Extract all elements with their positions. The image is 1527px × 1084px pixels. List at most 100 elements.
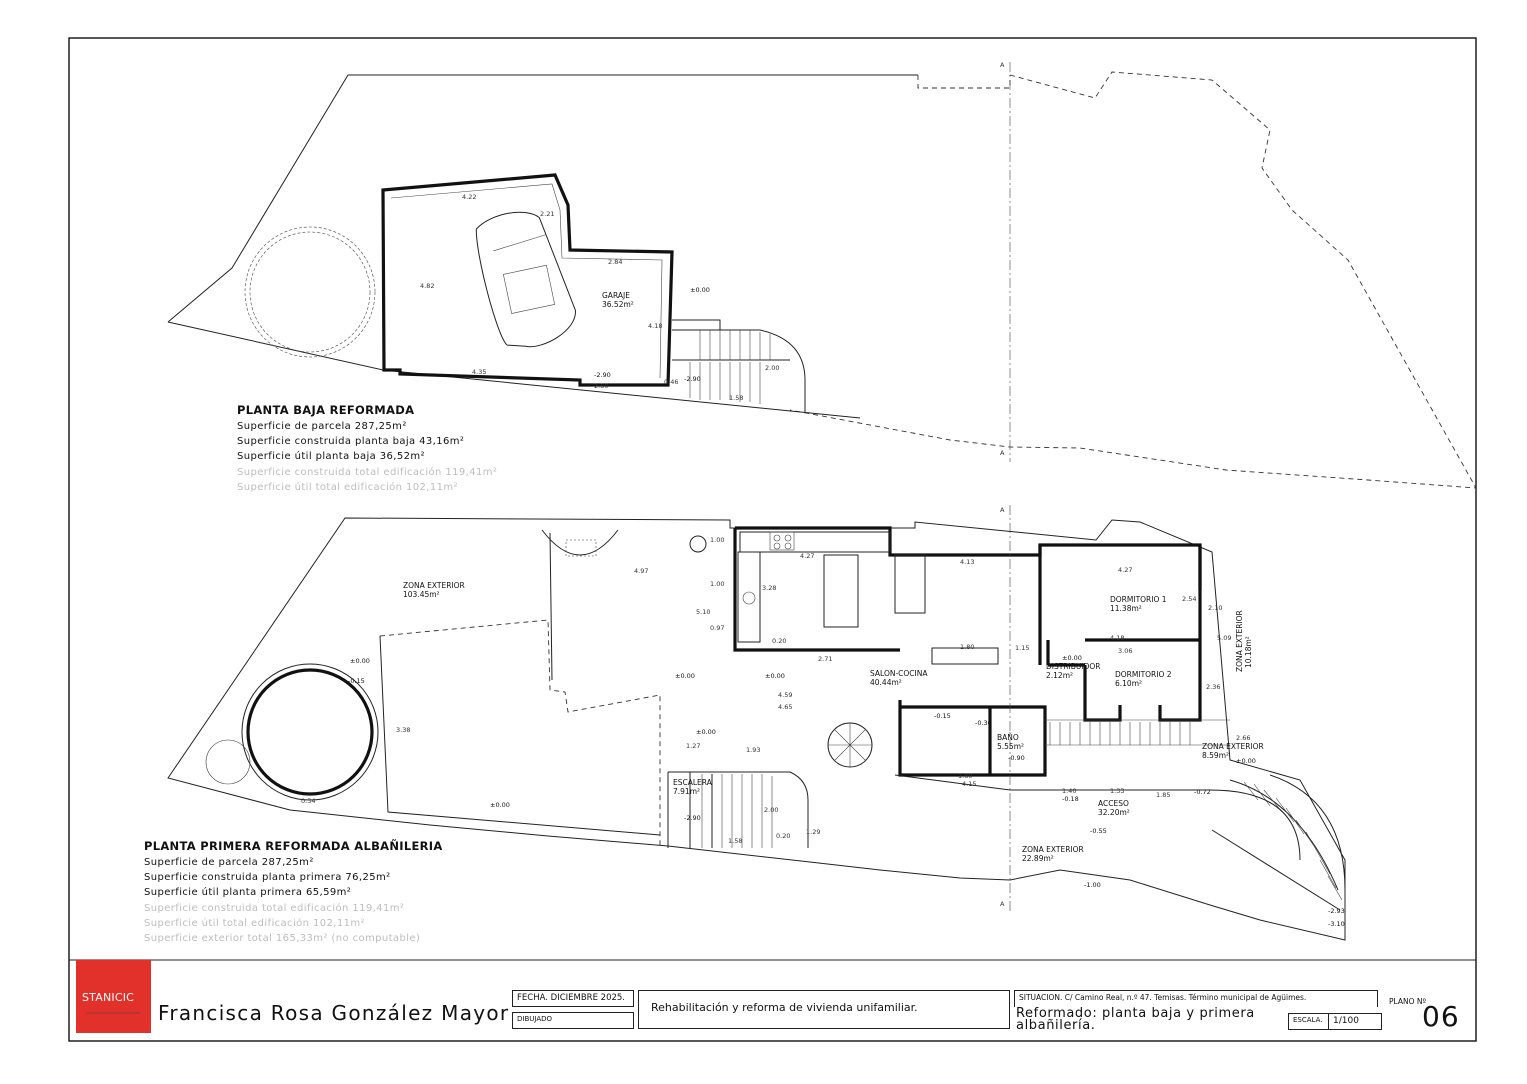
level-mark: ±0.00 xyxy=(350,657,370,665)
room-area: 22.89m² xyxy=(1022,854,1054,863)
dim: 1.00 xyxy=(710,536,724,544)
dim: 4.18 xyxy=(648,322,662,330)
level-mark: ±0.00 xyxy=(690,286,710,294)
dim: 4.27 xyxy=(1118,566,1132,574)
sheet-frame xyxy=(68,37,1477,1042)
spiral-stair-treads xyxy=(828,723,872,767)
subject-text: Reformado: planta baja y primera albañil… xyxy=(1016,1006,1255,1033)
exterior-grid xyxy=(1045,719,1230,746)
room-name: ZONA EXTERIOR xyxy=(1022,845,1084,854)
level-mark: -2.93 xyxy=(1328,907,1345,915)
dim: 4.13 xyxy=(960,558,974,566)
dim: 1.29 xyxy=(806,828,820,836)
garage-walls xyxy=(381,173,674,387)
room-name: SALON-COCINA xyxy=(870,669,928,678)
dim: 4.15 xyxy=(962,780,976,788)
scale-label: ESCALA. xyxy=(1288,1013,1328,1030)
cistern-outline xyxy=(244,226,376,358)
garage-inner-line xyxy=(390,183,663,379)
dim: 1.40 xyxy=(1062,787,1076,795)
first-area-line: Superficie construida total edificación … xyxy=(144,903,405,914)
dim: 1.93 xyxy=(746,746,760,754)
first-floor-title: PLANTA PRIMERA REFORMADA ALBAÑILERIA xyxy=(144,839,443,853)
dim: 2.66 xyxy=(1236,734,1250,742)
ground-area-line: Superficie de parcela 287,25m² xyxy=(237,421,407,432)
level-mark: -0.72 xyxy=(1194,788,1211,796)
room-name: DISTRIBUIDOR xyxy=(1046,662,1101,671)
parcel-outline-dashed xyxy=(789,71,1477,489)
terrace-element xyxy=(565,539,597,557)
dim: 1.27 xyxy=(686,742,700,750)
room-area: 32.20m² xyxy=(1098,808,1130,817)
section-marker-a-bottom: A xyxy=(1000,900,1005,908)
title-block-frame xyxy=(69,959,1476,1033)
first-area-line: Superficie útil total edificación 102,11… xyxy=(144,918,365,929)
kitchen-side-counter xyxy=(737,551,761,643)
first-area-line: Superficie útil planta primera 65,59m² xyxy=(144,887,352,898)
level-mark: -0.15 xyxy=(934,712,951,720)
room-area: 10.18m² xyxy=(1244,636,1253,668)
dim: 4.97 xyxy=(634,567,648,575)
kitchen-west-wall xyxy=(733,528,900,652)
parcel-outline-west xyxy=(167,74,918,323)
first-area-line: Superficie de parcela 287,25m² xyxy=(144,857,314,868)
ground-footprint-dashed xyxy=(379,619,661,845)
dim: 4.65 xyxy=(778,703,792,711)
room-area: 7.91m² xyxy=(673,787,700,796)
room-name: ZONA EXTERIOR xyxy=(403,581,465,590)
access-stair-curved xyxy=(1211,774,1346,911)
sofa xyxy=(894,554,926,614)
first-stair xyxy=(667,771,809,848)
ground-area-line: Superficie construida planta baja 43,16m… xyxy=(237,436,465,447)
dim: 1.60 xyxy=(958,772,972,780)
dim: 2.10 xyxy=(1208,604,1222,612)
dim: 4.59 xyxy=(778,691,792,699)
cistern-wall xyxy=(246,668,374,796)
date-cell: FECHA. DICIEMBRE 2025. xyxy=(512,990,634,1007)
level-mark: ±0.00 xyxy=(696,728,716,736)
dim: 4.35 xyxy=(472,368,486,376)
island xyxy=(823,554,859,628)
level-mark: ±0.00 xyxy=(675,672,695,680)
scale-value: 1/100 xyxy=(1328,1013,1382,1030)
room-name: ESCALERA xyxy=(673,778,713,787)
dim: 1.80 xyxy=(960,643,974,651)
dim: 1.15 xyxy=(1015,644,1029,652)
dim: 1.00 xyxy=(710,580,724,588)
dim: 0.20 xyxy=(776,832,790,840)
dim: 4.18 xyxy=(1110,634,1124,642)
dim: 2.84 xyxy=(608,258,622,266)
room-name: BAÑO xyxy=(997,733,1019,742)
first-floor-plan: A A ZONA EXTERIOR 103.45m² SALON-COCINA … xyxy=(167,505,1346,941)
room-name-garaje: GARAJE xyxy=(602,291,630,300)
room-area: 8.59m² xyxy=(1202,751,1229,760)
terrace-divider xyxy=(549,532,553,681)
dim: 4.27 xyxy=(800,552,814,560)
bathroom-walls xyxy=(898,700,1047,777)
parcel-outline xyxy=(167,517,1346,941)
room-name: DORMITORIO 1 xyxy=(1110,595,1167,604)
dim: 2.00 xyxy=(765,364,779,372)
planter-circle xyxy=(205,739,251,785)
room-name: ZONA EXTERIOR xyxy=(1202,742,1264,751)
drawn-cell: DIBUJADO xyxy=(512,1012,634,1029)
level-mark: -0.90 xyxy=(1008,754,1025,762)
cistern-outer xyxy=(241,663,379,801)
ground-area-line: Superficie construida total edificación … xyxy=(237,467,498,478)
section-marker-a-top: A xyxy=(1000,61,1005,69)
author-name: Francisca Rosa González Mayor xyxy=(158,1001,510,1025)
level-mark: -0.18 xyxy=(1062,795,1079,803)
terrace-edge xyxy=(379,635,661,836)
level-mark: -0.30 xyxy=(975,719,992,727)
dim: 1.58 xyxy=(729,394,743,402)
dim: 2.54 xyxy=(1182,595,1196,603)
dim: 2.36 xyxy=(1206,683,1220,691)
dim: 2.71 xyxy=(818,655,832,663)
level-mark: -2.90 xyxy=(594,371,611,379)
level-mark: -3.10 xyxy=(1328,920,1345,928)
dim: 4.22 xyxy=(462,193,476,201)
section-marker-a-top: A xyxy=(1000,506,1005,514)
dim: 0.46 xyxy=(664,378,678,386)
dim: 0.97 xyxy=(710,624,724,632)
